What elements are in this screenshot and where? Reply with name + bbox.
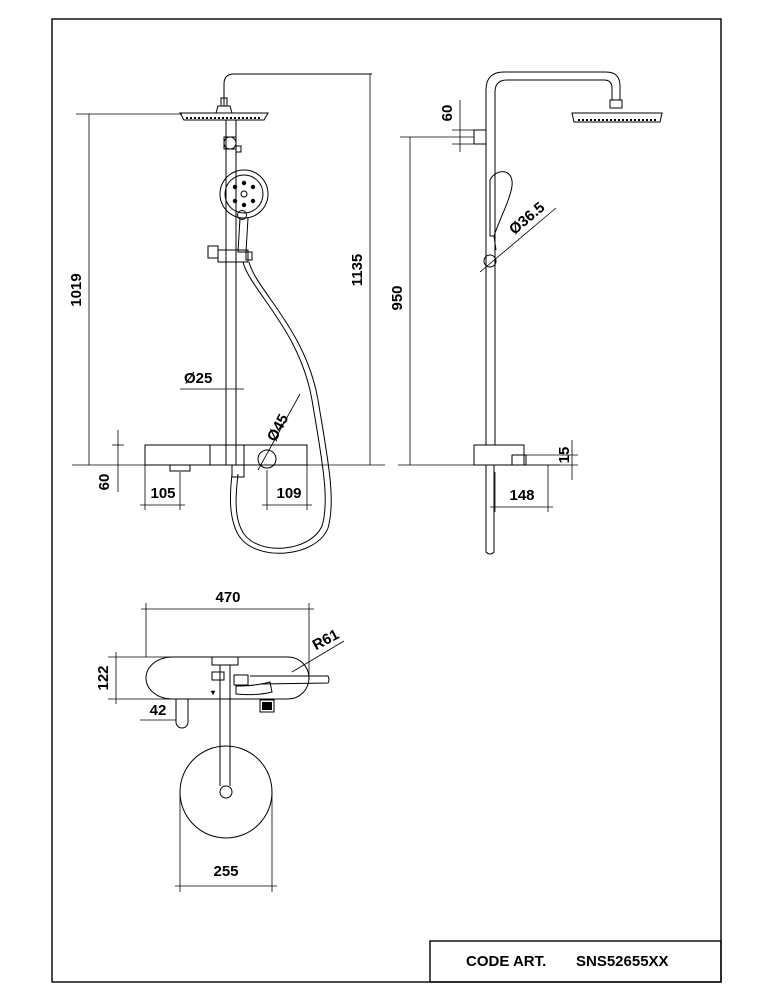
side-dim-148-label: 148 [509,487,534,504]
side-dim-148: 148 [490,465,553,512]
side-dim-handle: Ø36.5 [479,199,557,273]
top-hand-shower [211,671,330,713]
side-view: 60 950 Ø36.5 15 148 [389,71,663,555]
dim-knob-diameter: Ø45 [257,393,301,471]
front-riser-pipe [225,120,237,450]
side-dim-15-label: 15 [556,447,573,464]
top-dim-42: 42 [140,702,176,721]
drawing-frame [51,18,722,983]
code-label: CODE ART. [466,953,546,970]
top-dim-255-label: 255 [213,863,238,880]
side-slider-knob [483,254,497,268]
top-arm [211,656,239,786]
dim-1135: 1135 [349,74,371,465]
top-dim-255: 255 [175,792,277,892]
front-mixer-body [144,444,308,478]
top-dim-r61: R61 [291,626,345,673]
front-hand-shower [219,169,269,253]
top-shelf-outline [145,656,310,700]
front-shower-head [179,73,372,121]
top-dim-122: 122 [95,652,172,704]
top-view: ▾ 470 R61 122 42 [95,589,345,892]
top-dim-470: 470 [141,589,314,680]
top-dim-122-label: 122 [95,665,112,690]
front-slider-bracket [207,245,253,263]
side-hand-shower [489,171,513,251]
front-hose [229,261,332,554]
front-diverter [223,136,242,153]
side-dim-950: 950 [389,136,474,465]
dim-1019: 1019 [68,113,182,465]
top-spout [175,699,189,729]
side-dim-15: 15 [526,440,578,480]
title-block: CODE ART. SNS52655XX [429,940,722,983]
top-flow-marker: ▾ [210,688,216,697]
dim-bottom-offset: 60 [96,430,124,492]
side-wall-bracket [473,129,487,145]
dim-pipe-diameter-label: Ø25 [184,370,212,387]
dim-109-label: 109 [276,485,301,502]
top-dim-r61-label: R61 [310,626,342,654]
top-shower-head [179,745,273,839]
dim-bottom-offset-label: 60 [96,474,113,491]
dim-1019-label: 1019 [68,273,85,306]
side-dim-60-label: 60 [439,105,456,122]
side-riser-pipe [485,71,621,445]
side-shower-head [571,99,663,123]
top-dim-42-label: 42 [150,702,167,719]
code-value: SNS52655XX [576,953,669,970]
top-dim-470-label: 470 [215,589,240,606]
dim-pipe-diameter: Ø25 [180,370,244,390]
side-dim-950-label: 950 [389,285,406,310]
front-view: 1019 1135 Ø25 Ø45 60 105 [68,73,385,554]
dim-109: 109 [262,465,312,510]
dim-105: 105 [140,465,185,510]
side-dim-60: 60 [439,100,474,152]
dim-105-label: 105 [150,485,175,502]
dim-1135-label: 1135 [349,254,366,287]
